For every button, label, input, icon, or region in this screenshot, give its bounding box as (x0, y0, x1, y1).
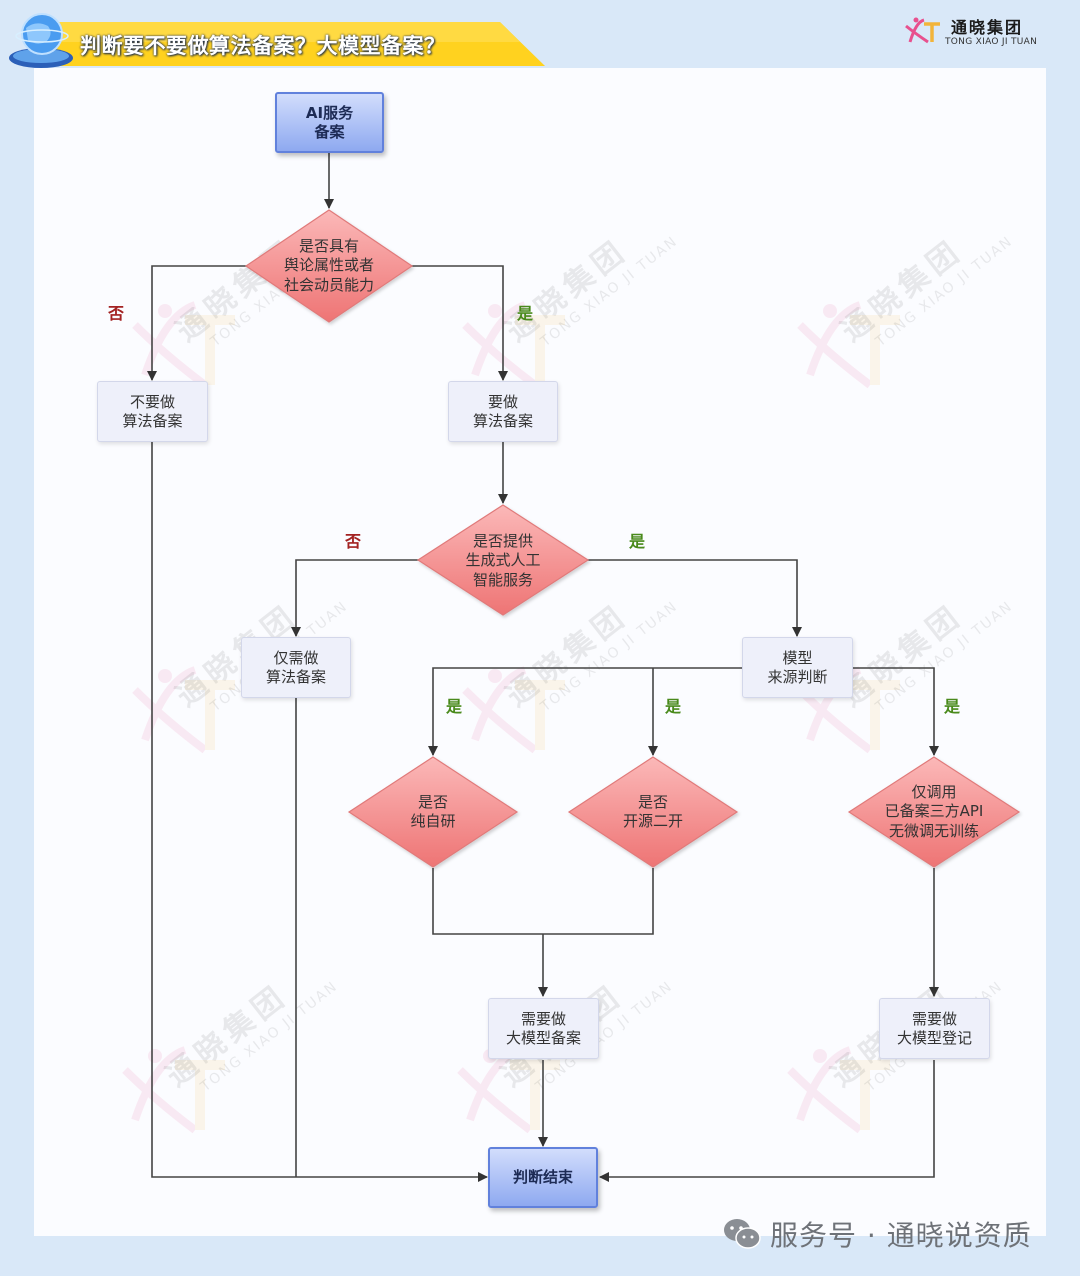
model-register-line2: 大模型登记 (896, 1028, 972, 1047)
q1-line1: 是否具有 (298, 236, 359, 255)
q1-line2: 舆论属性或者 (283, 256, 374, 275)
node-start: AI服务备案 (275, 92, 384, 153)
page-title: 判断要不要做算法备案？大模型备案？ (80, 34, 446, 58)
api-line1: 仅调用 (911, 782, 957, 801)
brand-name-en: TONG XIAO JI TUAN (945, 37, 1038, 47)
decision-self: 是否纯自研 (363, 792, 503, 832)
label-open-yes: 是 (665, 697, 682, 716)
footer: 服务号 · 通晓说资质 (722, 1214, 1032, 1254)
only-algo-line1: 仅需做 (273, 648, 319, 667)
q2-line2: 生成式人工 (465, 551, 541, 570)
only-algo-line2: 算法备案 (265, 667, 326, 686)
globe-logo-icon (9, 13, 73, 68)
model-register-line1: 需要做 (911, 1009, 957, 1028)
edge-q1-yes (410, 265, 508, 381)
model-source-line1: 模型 (782, 648, 813, 667)
brand-name: 通晓集团 (951, 18, 1024, 37)
wechat-icon (724, 1219, 761, 1249)
footer-text: 服务号 · 通晓说资质 (770, 1219, 1032, 1252)
decision-q2: 是否提供生成式人工智能服务 (423, 531, 583, 591)
self-line1: 是否 (417, 792, 448, 811)
label-q2-yes: 是 (629, 532, 646, 551)
edge-q2-yes (586, 559, 802, 637)
node-model-source: 模型来源判断 (742, 637, 853, 698)
edge-register-end (599, 1060, 935, 1182)
node-end: 判断结束 (488, 1147, 598, 1208)
do-filing-line1: 要做 (487, 392, 518, 411)
diamond-open (567, 756, 739, 868)
do-filing-line2: 算法备案 (472, 411, 533, 430)
node-model-filing: 需要做大模型备案 (488, 998, 599, 1059)
node-start-line1: AI服务 (305, 103, 354, 122)
open-line1: 是否 (637, 792, 668, 811)
no-filing-line2: 算法备案 (122, 411, 183, 430)
node-start-line2: 备案 (314, 122, 345, 141)
q2-line3: 智能服务 (472, 570, 533, 589)
api-line2: 已备案三方API (884, 802, 984, 821)
model-source-line2: 来源判断 (767, 667, 828, 686)
node-model-register: 需要做大模型登记 (879, 998, 990, 1059)
label-q2-no: 否 (345, 532, 362, 551)
model-filing-line1: 需要做 (520, 1009, 566, 1028)
label-api-yes: 是 (944, 697, 961, 716)
edge-q2-no (291, 559, 420, 637)
brand-logo-icon (905, 17, 940, 44)
edge-nofiling-end (151, 442, 488, 1182)
open-line2: 开源二开 (622, 812, 683, 830)
no-filing-line1: 不要做 (129, 392, 175, 411)
edge-source-self (428, 667, 742, 756)
diamond-q1 (244, 209, 414, 323)
node-do-filing: 要做算法备案 (448, 381, 558, 442)
edge-source-api (853, 667, 939, 756)
edge-q1-no (147, 265, 248, 381)
node-only-algo: 仅需做算法备案 (241, 637, 351, 698)
label-self-yes: 是 (446, 697, 463, 716)
diamond-q2 (416, 504, 590, 616)
model-filing-line2: 大模型备案 (505, 1028, 581, 1047)
api-line3: 无微调无训练 (888, 821, 979, 840)
title-banner (40, 22, 545, 66)
diamond-self (347, 756, 519, 868)
decision-q1: 是否具有舆论属性或者社会动员能力 (249, 236, 409, 296)
node-end-label: 判断结束 (512, 1168, 573, 1186)
decision-open: 是否开源二开 (583, 792, 723, 832)
label-q1-no: 否 (108, 304, 125, 323)
q2-line1: 是否提供 (472, 531, 533, 550)
q1-line3: 社会动员能力 (283, 275, 374, 294)
diamond-api (847, 756, 1021, 868)
node-no-filing: 不要做算法备案 (97, 381, 208, 442)
label-q1-yes: 是 (517, 304, 534, 323)
self-line2: 纯自研 (410, 812, 456, 830)
